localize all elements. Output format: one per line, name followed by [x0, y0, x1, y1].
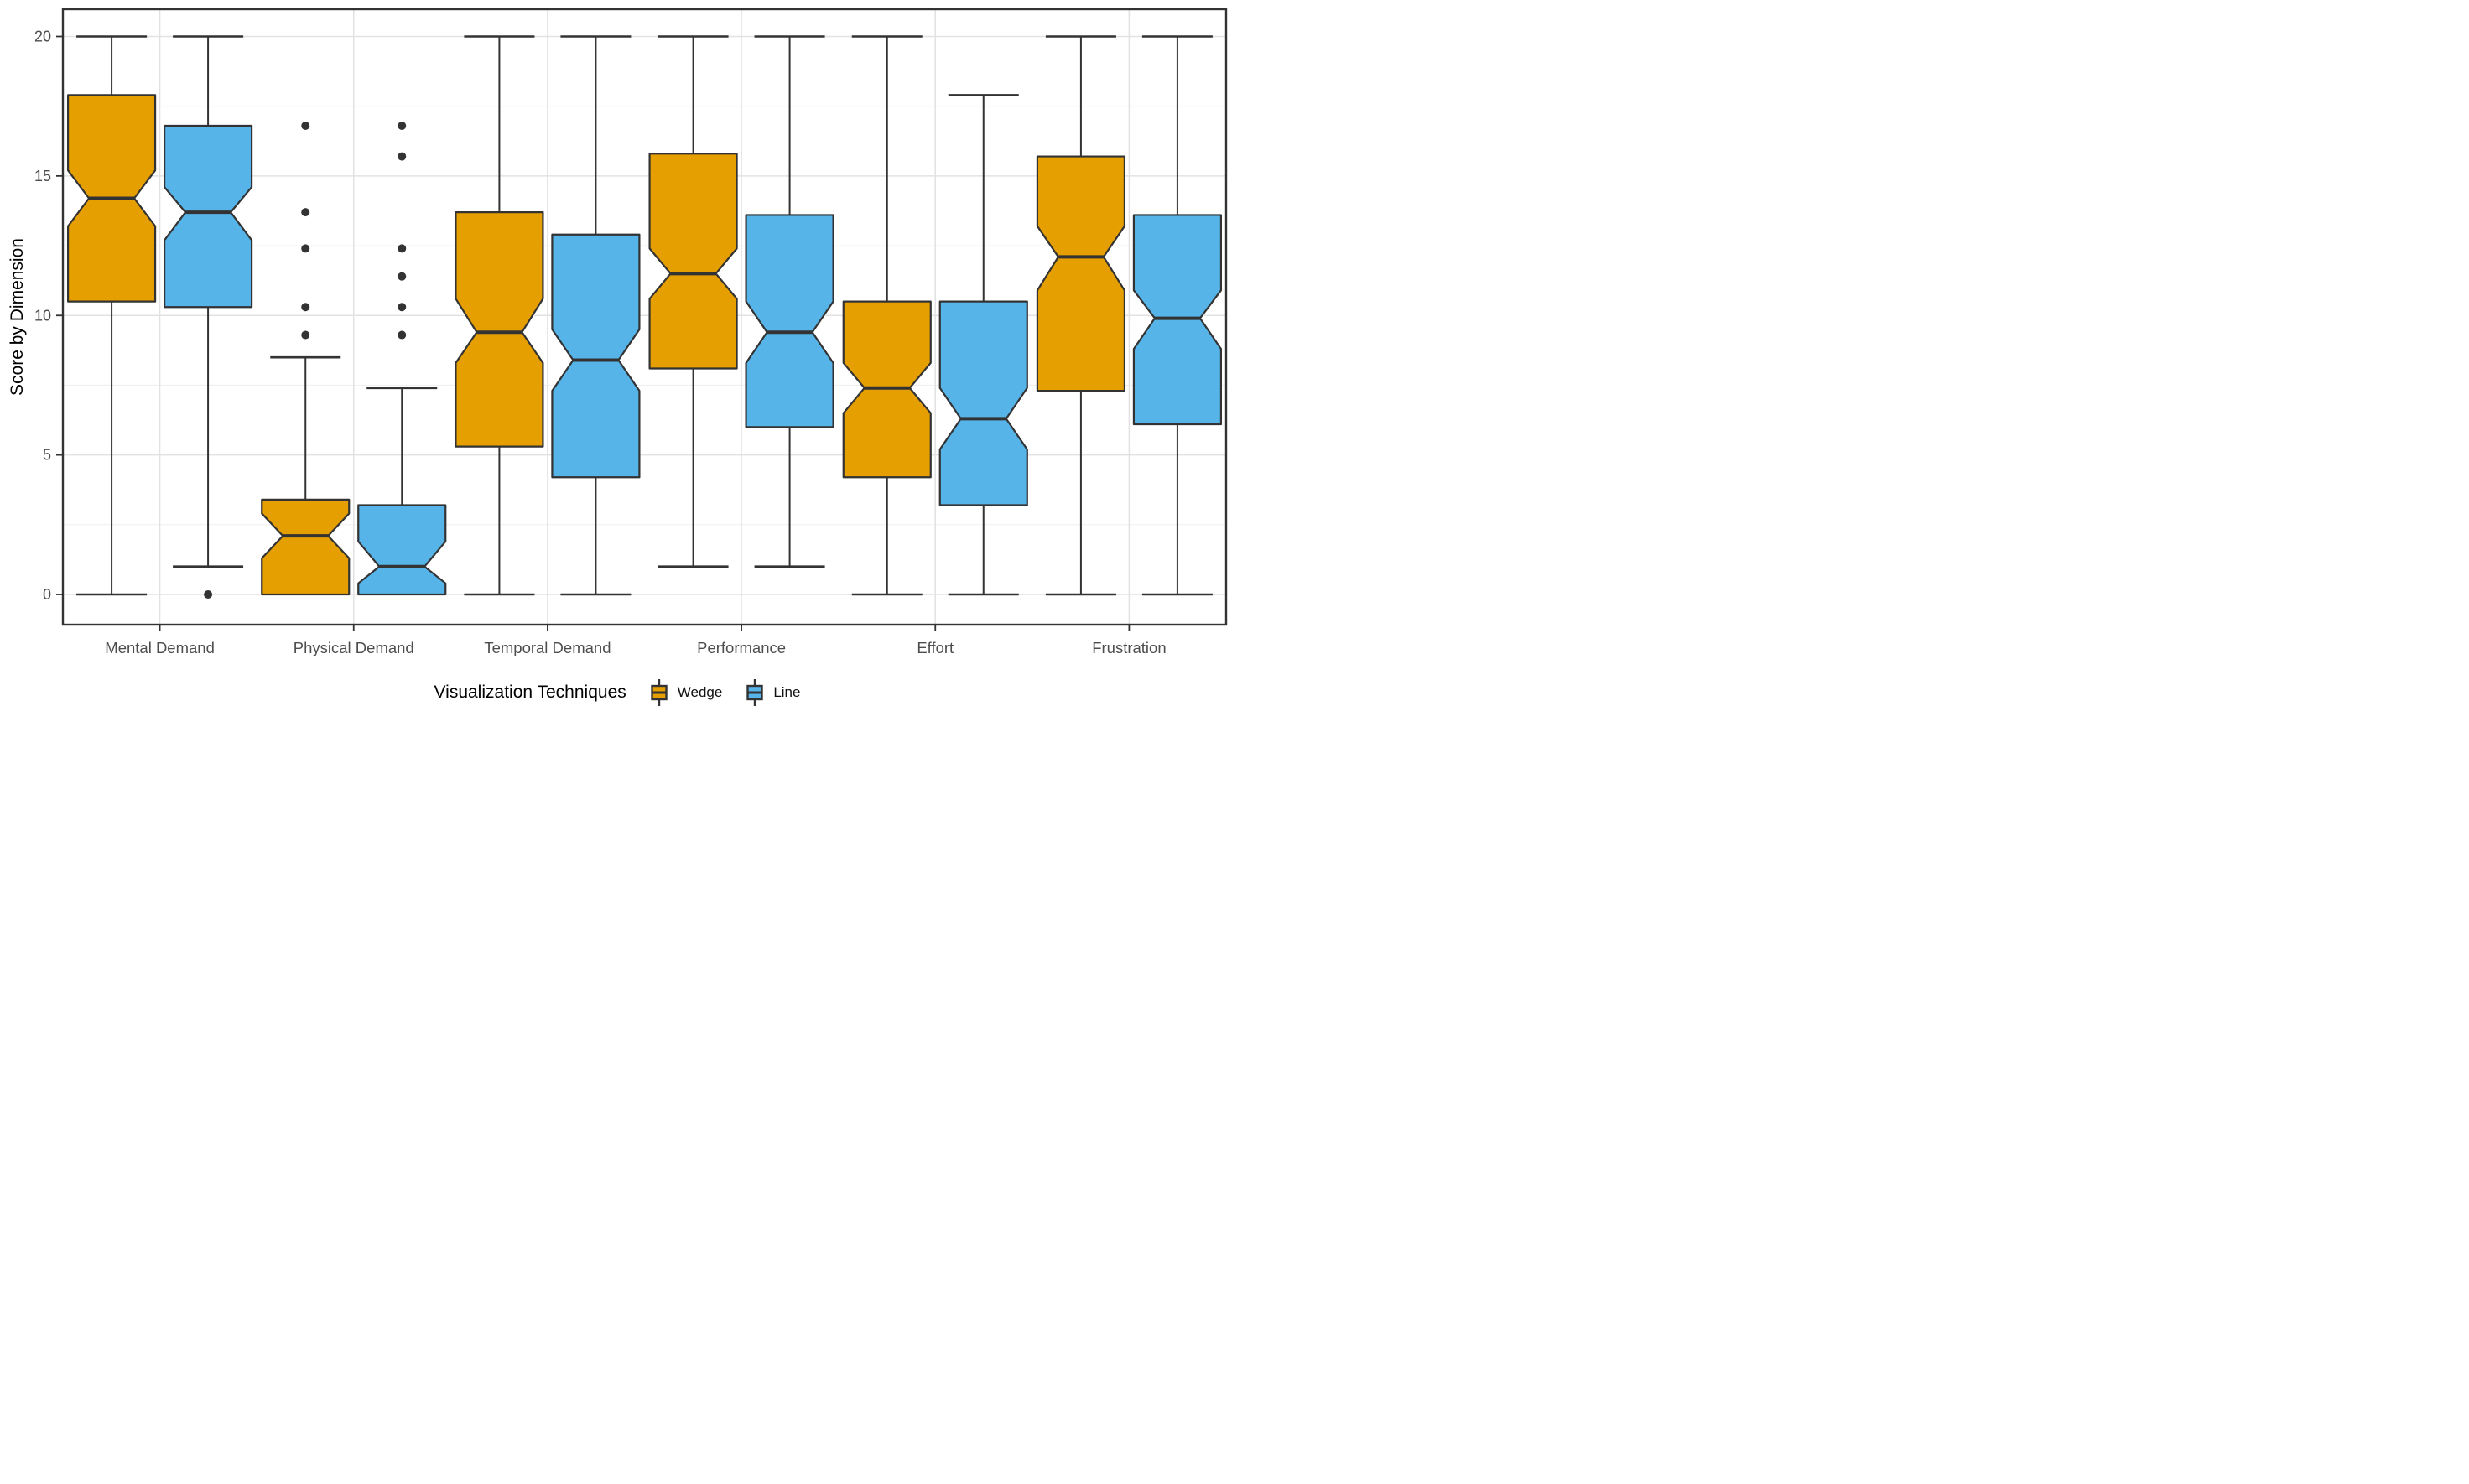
notched-box-wedge-temporal-demand [455, 211, 544, 448]
x-tick-label: Performance [697, 639, 786, 656]
legend-item-line: Line [744, 677, 800, 708]
notched-box-line-temporal-demand [551, 233, 641, 479]
outlier-dot-wedge-physical-demand [301, 303, 310, 312]
outlier-dot-line-physical-demand [398, 152, 407, 161]
y-tick-label: 5 [43, 447, 51, 464]
x-tick-label: Temporal Demand [484, 639, 611, 656]
panel-border [61, 8, 1228, 626]
notched-box-line-mental-demand [163, 124, 253, 309]
notched-box-line-performance [745, 214, 834, 428]
notched-box-line-physical-demand [357, 504, 447, 596]
notched-box-wedge-physical-demand [261, 498, 351, 596]
boxplot-key-icon [651, 679, 668, 706]
y-tick-label: 20 [34, 29, 51, 45]
y-tick-label: 10 [34, 307, 51, 324]
x-tick-label: Physical Demand [294, 639, 414, 656]
x-tick-label: Effort [917, 639, 954, 656]
x-tick-label: Frustration [1092, 639, 1166, 656]
outlier-dot-line-physical-demand [398, 330, 407, 340]
outlier-dot-line-physical-demand [398, 244, 407, 253]
y-tick-label: 15 [34, 168, 51, 184]
outlier-dot-line-physical-demand [398, 121, 407, 130]
outlier-dot-wedge-physical-demand [301, 244, 310, 253]
outlier-dot-line-physical-demand [398, 272, 407, 281]
outlier-dot-wedge-physical-demand [301, 121, 310, 130]
legend-title: Visualization Techniques [434, 682, 626, 702]
x-tick-label: Mental Demand [105, 639, 215, 656]
boxplot-key-icon [746, 679, 764, 706]
outlier-dot-line-mental-demand [204, 590, 213, 599]
legend-label-wedge: Wedge [677, 684, 723, 700]
y-tick-label: 0 [43, 586, 51, 603]
legend: Visualization Techniques Wedge Line [0, 677, 1234, 708]
notched-box-line-effort [938, 300, 1028, 506]
notched-box-wedge-frustration [1036, 155, 1126, 392]
outlier-dot-wedge-physical-demand [301, 330, 310, 340]
outlier-dot-line-physical-demand [398, 303, 407, 312]
notched-box-wedge-performance [648, 153, 738, 370]
outlier-dot-wedge-physical-demand [301, 208, 310, 217]
y-axis-title: Score by Dimension [8, 238, 27, 396]
legend-label-line: Line [773, 684, 801, 700]
legend-item-wedge: Wedge [648, 677, 723, 708]
